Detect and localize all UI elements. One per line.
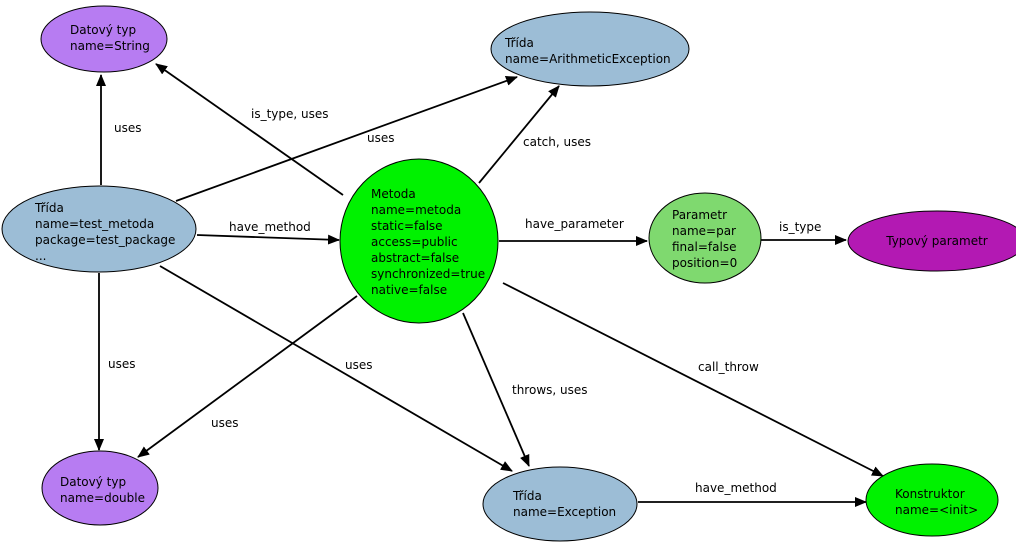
node-text-line: Třída — [504, 36, 534, 50]
node-text-line: access=public — [371, 235, 458, 249]
node-text-line: Datový typ — [60, 475, 126, 489]
edge-label: uses — [211, 416, 239, 430]
node-konstruktor: Konstruktor name=<init> — [865, 463, 999, 537]
node-text-line: Třída — [34, 201, 64, 215]
node-text-line: name=ArithmeticException — [505, 52, 671, 66]
node-text-line: name=metoda — [371, 203, 461, 217]
edge-arrow-metoda-to-double — [137, 295, 358, 458]
edge-arrow-metoda-to-exception — [462, 312, 530, 467]
node-text-line: name=test_metoda — [35, 217, 154, 231]
edge-arrow-metoda-to-konstruktor — [502, 282, 884, 477]
node-ellipse — [1, 185, 197, 273]
node-ellipse — [40, 5, 168, 73]
node-trida-main: Třída name=test_metoda package=test_packag… — [1, 185, 197, 273]
node-text-line: Třída — [512, 489, 542, 503]
node-text-line: name=String — [70, 39, 150, 53]
edge-label: uses — [114, 121, 142, 135]
node-metoda: Metoda name=metoda static=false access=publ… — [339, 158, 499, 324]
node-text-line: name=Exception — [513, 505, 616, 519]
node-text-line: Metoda — [371, 187, 416, 201]
node-text-line: final=false — [672, 240, 736, 254]
node-text-line: native=false — [371, 283, 447, 297]
node-ellipse — [865, 463, 999, 537]
edge-arrow-trida-main-to-arith — [175, 76, 518, 202]
node-string: Datový typ name=String — [40, 5, 168, 73]
node-ellipse — [847, 210, 1016, 272]
node-text-line: Konstruktor — [895, 487, 965, 501]
edge-label: have_parameter — [525, 217, 624, 231]
edge-arrow-metoda-to-arith — [478, 85, 560, 184]
edge-label: uses — [345, 358, 373, 372]
edge-label: uses — [367, 131, 395, 145]
edge-label: catch, uses — [523, 135, 591, 149]
node-ellipse — [648, 192, 762, 284]
edge-arrow-trida-main-to-metoda — [196, 234, 340, 245]
node-ellipse — [482, 466, 638, 542]
node-text-line: abstract=false — [371, 251, 459, 265]
node-text-line: name=par — [672, 224, 736, 238]
edge-label: have_method — [695, 481, 777, 495]
edge-arrow-trida-main-to-exception — [159, 265, 513, 472]
node-arith: Třída name=ArithmeticException — [490, 11, 690, 87]
node-ellipse — [490, 11, 690, 87]
node-parametr: Parametr name=par final=false position=0 — [648, 192, 762, 284]
node-ellipse — [41, 450, 159, 526]
node-text-line: name=<init> — [895, 503, 978, 517]
node-text-line: Datový typ — [70, 23, 136, 37]
node-text-line: Parametr — [672, 208, 727, 222]
edge-label: is_type — [779, 220, 821, 234]
node-text-line: position=0 — [672, 256, 737, 270]
node-text-line: package=test_package — [35, 233, 175, 247]
node-text-line: Typový parametr — [885, 234, 988, 248]
edge-label: have_method — [229, 220, 311, 234]
node-double: Datový typ name=double — [41, 450, 159, 526]
node-exception: Třída name=Exception — [482, 466, 638, 542]
edge-arrow-metoda-to-string — [155, 63, 344, 196]
edge-label: throws, uses — [512, 383, 588, 397]
edge-label: call_throw — [698, 360, 759, 374]
node-text-line: ... — [35, 249, 46, 263]
edge-label: is_type, uses — [251, 107, 329, 121]
edges-layer — [94, 63, 884, 507]
edge-label: uses — [108, 357, 136, 371]
node-text-line: synchronized=true — [371, 267, 485, 281]
node-typovy: Typový parametr — [847, 210, 1016, 272]
node-ellipse — [339, 158, 499, 324]
node-text-line: name=double — [60, 491, 145, 505]
node-text-line: static=false — [371, 219, 443, 233]
